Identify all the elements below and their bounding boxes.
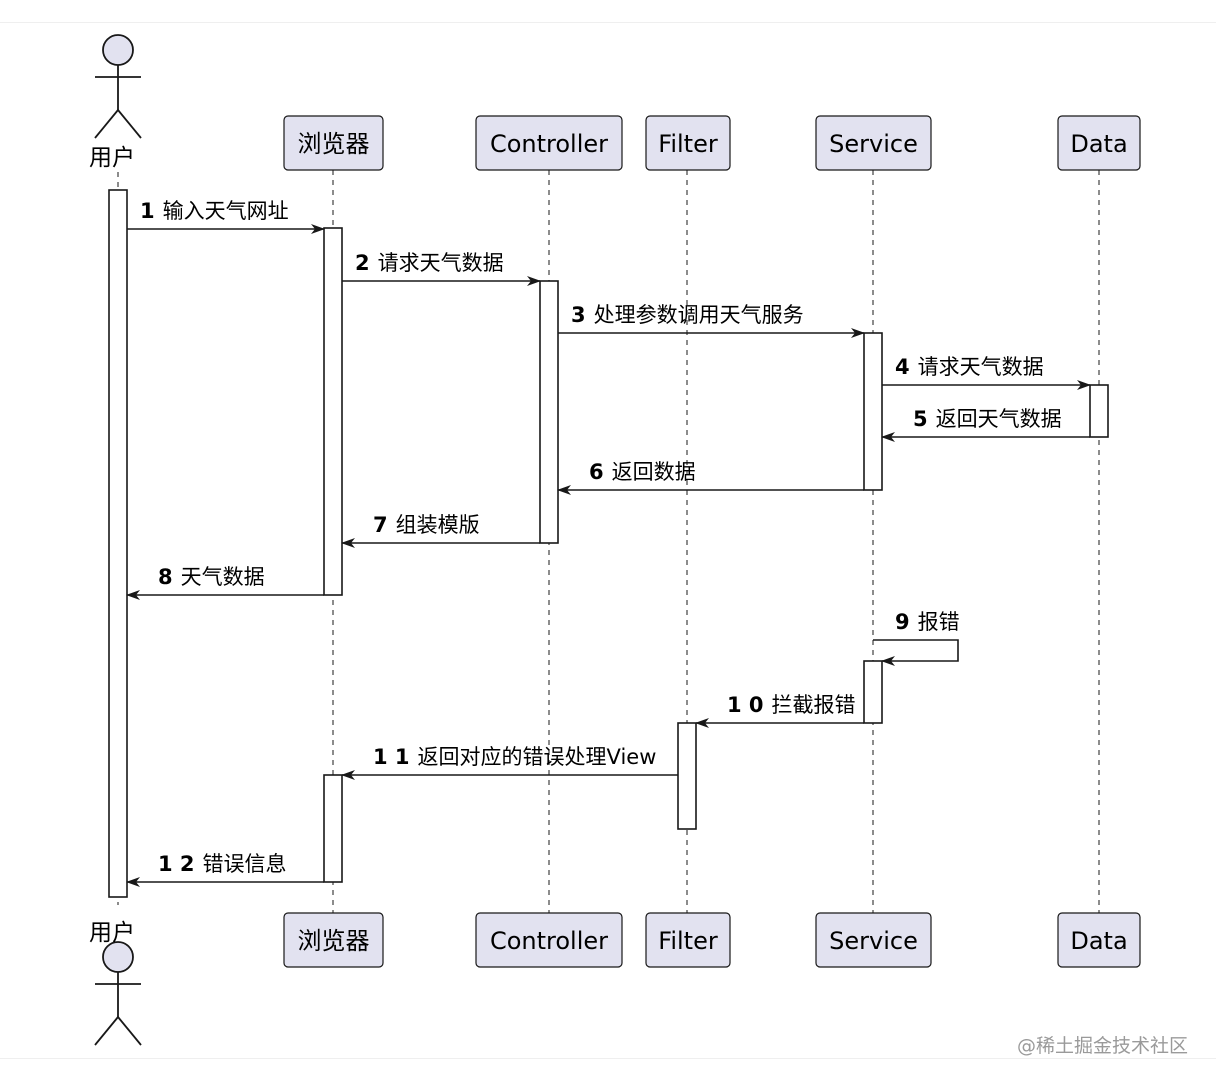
participant-label: Service [829,927,918,955]
message-label: 3 处理参数调用天气服务 [571,303,804,327]
participant-label: Filter [658,130,718,158]
message-8: 8 天气数据 [126,565,324,600]
message-label: 1 输入天气网址 [140,199,289,223]
participant-browser-bottom: 浏览器 [283,912,384,968]
top-divider [0,22,1216,23]
message-text: 输入天气网址 [163,199,289,223]
watermark: @稀土掘金技术社区 [1016,1035,1188,1057]
message-number: 5 [913,407,928,431]
message-text: 请求天气数据 [378,251,504,275]
activation-bar-service [863,660,883,724]
message-text: 返回天气数据 [936,407,1062,431]
message-1: 1 输入天气网址 [127,199,325,234]
message-7: 7 组装模版 [341,513,540,548]
message-text: 请求天气数据 [918,355,1044,379]
participant-data-top: Data [1057,115,1141,171]
message-text: 天气数据 [181,565,265,589]
message-number: 1 0 [727,693,764,717]
actor-label-top: 用户 [89,145,135,171]
message-label: 5 返回天气数据 [913,407,1062,431]
participant-label: 浏览器 [298,130,370,158]
message-12: 1 2 错误信息 [126,852,324,887]
actor-label-bottom: 用户 [89,920,135,946]
message-11: 1 1 返回对应的错误处理View [341,745,678,780]
message-label: 1 0 拦截报错 [727,693,856,717]
message-number: 7 [373,513,388,537]
message-number: 1 1 [373,745,410,769]
activation-bar-controller [539,280,559,544]
message-label: 8 天气数据 [158,565,265,589]
message-number: 8 [158,565,173,589]
message-number: 1 [140,199,155,223]
message-2: 2 请求天气数据 [342,251,541,286]
message-text: 返回对应的错误处理View [418,745,657,769]
participant-label: Filter [658,927,718,955]
message-label: 1 2 错误信息 [158,852,287,876]
message-number: 3 [571,303,586,327]
message-number: 1 2 [158,852,195,876]
activation-bar-user [108,189,128,898]
activation-bar-service [863,332,883,491]
participant-browser-top: 浏览器 [283,115,384,171]
participant-service-top: Service [815,115,932,171]
message-text: 报错 [918,610,960,634]
message-3: 3 处理参数调用天气服务 [558,303,865,338]
message-number: 6 [589,460,604,484]
message-label: 4 请求天气数据 [895,355,1044,379]
message-4: 4 请求天气数据 [882,355,1091,390]
message-label: 1 1 返回对应的错误处理View [373,745,656,769]
message-label: 9 报错 [895,610,960,634]
message-text: 拦截报错 [772,693,856,717]
message-number: 2 [355,251,370,275]
message-text: 返回数据 [612,460,696,484]
participant-controller-top: Controller [475,115,623,171]
participant-service-bottom: Service [815,912,932,968]
participant-controller-bottom: Controller [475,912,623,968]
participant-filter-bottom: Filter [645,912,731,968]
message-label: 7 组装模版 [373,513,480,537]
message-number: 4 [895,355,910,379]
participant-filter-top: Filter [645,115,731,171]
message-5: 5 返回天气数据 [881,407,1090,442]
participant-label: Service [829,130,918,158]
message-9: 9 报错 [873,610,960,666]
activation-bar-data [1089,384,1109,438]
activation-bar-browser [323,774,343,883]
message-text: 组装模版 [396,513,480,537]
participant-label: Controller [490,927,608,955]
participant-label: Data [1070,130,1127,158]
actor-figure-bottom [94,941,142,1046]
participant-label: Controller [490,130,608,158]
message-text: 错误信息 [203,852,287,876]
participant-label: Data [1070,927,1127,955]
message-label: 2 请求天气数据 [355,251,504,275]
activation-bar-browser [323,227,343,596]
bottom-divider [0,1058,1216,1059]
message-10: 1 0 拦截报错 [695,693,864,728]
activation-bar-filter [677,722,697,830]
message-number: 9 [895,610,910,634]
participant-data-bottom: Data [1057,912,1141,968]
message-text: 处理参数调用天气服务 [594,303,804,327]
participant-label: 浏览器 [298,927,370,955]
actor-figure-top [94,34,142,139]
message-label: 6 返回数据 [589,460,696,484]
message-6: 6 返回数据 [557,460,864,495]
